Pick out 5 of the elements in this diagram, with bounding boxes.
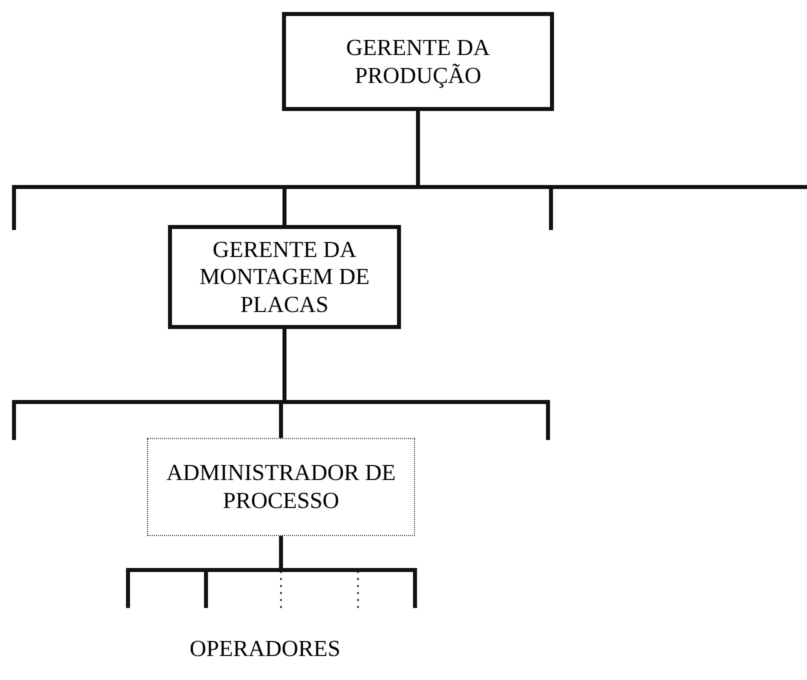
position-box: GERENTE DA MONTAGEM DE PLACAS (168, 225, 401, 329)
group-label: OPERADORES (188, 636, 342, 662)
position-box: GERENTE DA PRODUÇÃO (282, 12, 554, 111)
connector-line (416, 111, 807, 189)
dotted-position-box: ADMINISTRADOR DE PROCESSO (147, 438, 415, 536)
